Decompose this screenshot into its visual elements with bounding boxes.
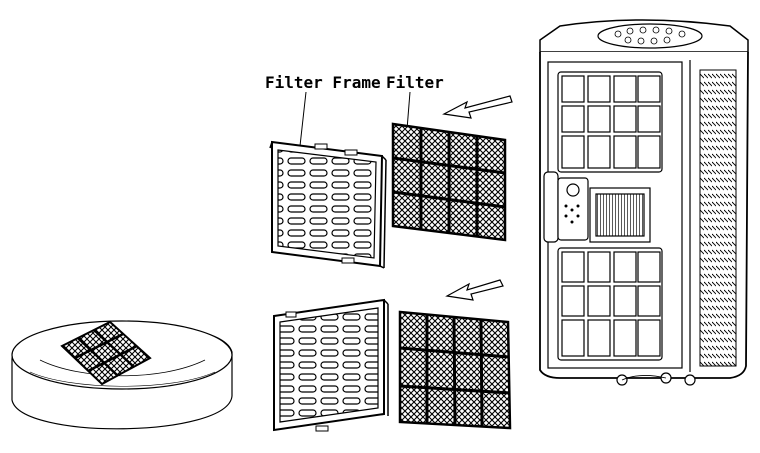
filter-frame-bottom: [273, 298, 389, 432]
filter-frame-top: [269, 140, 387, 269]
arrow-bottom: [445, 279, 504, 301]
filter-bottom: [398, 310, 512, 430]
filter-frame-label: Filter Frame: [265, 73, 381, 92]
soaking-filter: [60, 320, 152, 386]
air-conditioner-unit: [539, 19, 749, 386]
filter-top: [391, 122, 507, 242]
arrow-top: [442, 95, 513, 119]
filter-label: Filter: [386, 73, 444, 92]
filter-frame-leader: [299, 91, 307, 147]
